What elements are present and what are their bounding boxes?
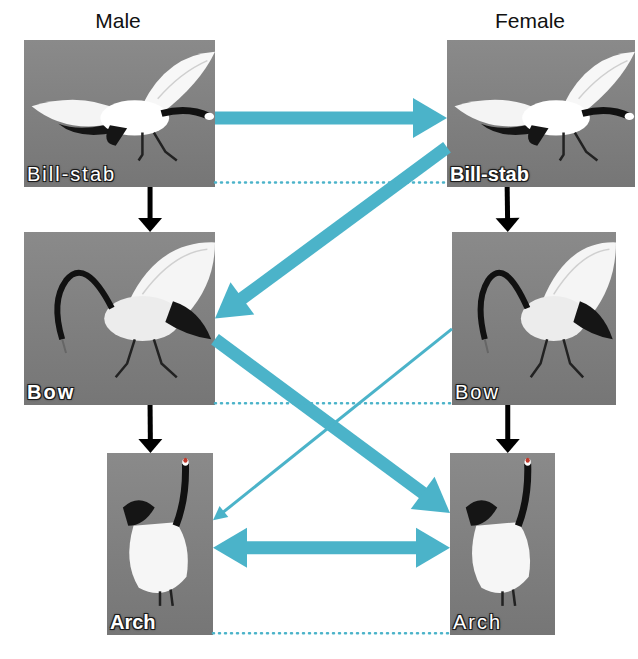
pose-box: Arch	[450, 453, 555, 635]
arrow-shaft	[215, 111, 418, 124]
transition-arrow	[138, 187, 162, 232]
transition-arrow	[215, 98, 447, 138]
arrow-shaft	[238, 147, 447, 301]
arrow-head	[138, 218, 162, 232]
pose-label: Bow	[455, 381, 500, 403]
arrow-head	[138, 439, 162, 453]
pose-box: Bill-stab	[24, 40, 215, 187]
transition-arrow	[138, 405, 162, 453]
arrow-shaft	[215, 181, 447, 184]
pose-box: Bow	[452, 232, 616, 405]
pose-label: Arch	[453, 611, 502, 633]
arrow-head	[496, 218, 520, 232]
pose-label: Bow	[27, 381, 75, 403]
arrow-shaft	[148, 187, 153, 220]
arrow-head	[213, 528, 247, 568]
arrow-shaft	[213, 632, 450, 635]
arrow-head	[411, 477, 450, 513]
pose-box: Arch	[107, 453, 213, 635]
pose-label: Bill-stab	[450, 163, 529, 185]
transition-arrow	[496, 187, 520, 232]
arrow-head	[215, 282, 254, 318]
arrow-shaft	[505, 187, 510, 220]
pose-label: Bill-stab	[27, 163, 116, 185]
arrow-shaft	[215, 402, 452, 405]
pose-box: Bow	[24, 232, 215, 405]
transition-arrow	[496, 405, 520, 453]
column-heading: Male	[95, 9, 141, 33]
arrow-shaft	[505, 405, 510, 441]
arrow-shaft	[148, 405, 153, 441]
transition-arrow	[213, 528, 450, 568]
arrow-head	[496, 439, 520, 453]
pose-label: Arch	[110, 611, 156, 633]
transition-arrow	[215, 147, 447, 318]
transition-arrow	[215, 182, 447, 183]
arrow-head	[413, 98, 447, 138]
arrow-head	[416, 528, 450, 568]
transition-arrow	[213, 329, 452, 520]
transition-arrow	[215, 403, 452, 404]
arrow-head	[213, 506, 228, 520]
pose-box: Bill-stab	[447, 40, 635, 187]
arrow-shaft	[215, 339, 427, 496]
arrow-shaft	[242, 541, 421, 554]
arrow-shaft	[222, 329, 452, 513]
transition-arrow	[213, 633, 450, 634]
column-heading: Female	[495, 9, 565, 33]
